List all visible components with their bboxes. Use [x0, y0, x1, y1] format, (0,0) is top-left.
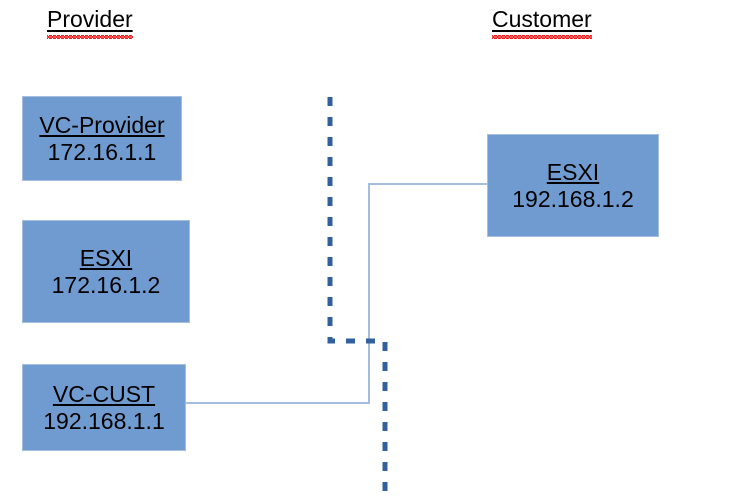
- provider-customer-boundary-line: [327, 97, 388, 496]
- node-vc-provider-ip: 172.16.1.1: [47, 138, 157, 165]
- customer-column-heading: Customer: [492, 6, 592, 32]
- node-vc-provider-name: VC-Provider: [39, 111, 165, 138]
- node-customer-esxi-name: ESXI: [546, 158, 600, 185]
- provider-heading-spellcheck-squiggle: [47, 35, 133, 39]
- node-provider-esxi-ip: 172.16.1.2: [51, 271, 161, 298]
- node-provider-esxi-name: ESXI: [79, 244, 133, 271]
- node-vc-cust[interactable]: VC-CUST 192.168.1.1: [22, 364, 186, 451]
- customer-heading-spellcheck-squiggle: [492, 35, 592, 39]
- node-provider-esxi[interactable]: ESXI 172.16.1.2: [22, 220, 190, 323]
- provider-column-heading: Provider: [47, 6, 133, 32]
- node-vc-cust-ip: 192.168.1.1: [43, 407, 165, 434]
- node-customer-esxi[interactable]: ESXI 192.168.1.2: [487, 134, 659, 237]
- connector-vccust-to-customer-esxi: [186, 183, 487, 404]
- node-vc-provider[interactable]: VC-Provider 172.16.1.1: [22, 96, 182, 181]
- node-vc-cust-name: VC-CUST: [52, 380, 156, 407]
- node-customer-esxi-ip: 192.168.1.2: [512, 185, 634, 212]
